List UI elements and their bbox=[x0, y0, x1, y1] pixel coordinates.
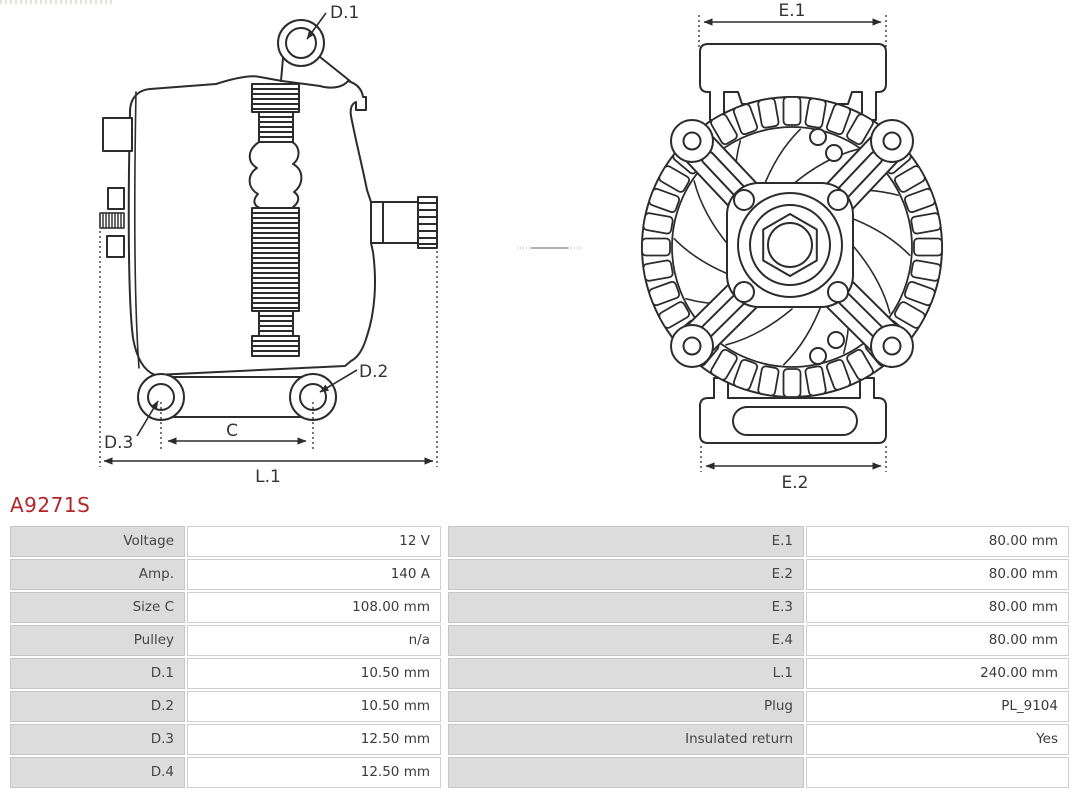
spec-label-cell bbox=[448, 757, 804, 788]
table-column-gap bbox=[441, 724, 448, 755]
spec-value-cell: 80.00 mm bbox=[806, 526, 1069, 557]
table-row: D.4 12.50 mm bbox=[10, 757, 1072, 788]
spec-label-cell: Voltage bbox=[10, 526, 185, 557]
front-view-dimensions bbox=[698, 15, 887, 472]
spec-value-cell: n/a bbox=[187, 625, 441, 656]
spec-value-cell: PL_9104 bbox=[806, 691, 1069, 722]
spec-label-cell: D.2 bbox=[10, 691, 185, 722]
spec-value-cell: 240.00 mm bbox=[806, 658, 1069, 689]
spec-label-cell: Size C bbox=[10, 592, 185, 623]
spec-value-cell: 80.00 mm bbox=[806, 625, 1069, 656]
table-row: D.1 10.50 mm L.1 240.00 mm bbox=[10, 658, 1072, 689]
side-view-dimensions bbox=[99, 12, 438, 467]
spec-label-cell: E.1 bbox=[448, 526, 804, 557]
spec-label-cell: D.1 bbox=[10, 658, 185, 689]
cropped-logo-artifact bbox=[0, 0, 112, 4]
spec-label-cell: E.4 bbox=[448, 625, 804, 656]
alternator-side-view-drawing bbox=[99, 19, 438, 421]
alternator-front-view-drawing bbox=[641, 43, 943, 444]
table-row: Pulley n/a E.4 80.00 mm bbox=[10, 625, 1072, 656]
dim-label-c: C bbox=[226, 421, 238, 441]
spec-value-cell: 108.00 mm bbox=[187, 592, 441, 623]
spec-label-cell: E.3 bbox=[448, 592, 804, 623]
table-row: D.3 12.50 mm Insulated return Yes bbox=[10, 724, 1072, 755]
spec-label-cell: Amp. bbox=[10, 559, 185, 590]
spec-value-cell: 80.00 mm bbox=[806, 592, 1069, 623]
spec-label-cell: D.3 bbox=[10, 724, 185, 755]
spec-label-cell: Plug bbox=[448, 691, 804, 722]
part-number: A9271S bbox=[10, 493, 91, 517]
dim-label-d2: D.2 bbox=[359, 362, 388, 382]
table-column-gap bbox=[441, 559, 448, 590]
hatched-block bbox=[99, 212, 125, 229]
table-row: Amp. 140 A E.2 80.00 mm bbox=[10, 559, 1072, 590]
dim-label-d1: D.1 bbox=[330, 3, 359, 23]
spec-label-cell: Pulley bbox=[10, 625, 185, 656]
table-column-gap bbox=[441, 757, 448, 788]
alternator-drawings: D.1 D.2 D.3 C L.1 bbox=[99, 1, 943, 493]
spec-value-cell: 80.00 mm bbox=[806, 559, 1069, 590]
table-column-gap bbox=[441, 691, 448, 722]
spec-value-cell: 12.50 mm bbox=[187, 724, 441, 755]
spec-value-cell: 12.50 mm bbox=[187, 757, 441, 788]
dim-label-l1: L.1 bbox=[255, 467, 281, 487]
spec-value-cell: 10.50 mm bbox=[187, 691, 441, 722]
table-row: D.2 10.50 mm Plug PL_9104 bbox=[10, 691, 1072, 722]
pulley-grooves bbox=[417, 196, 438, 249]
spec-value-cell bbox=[806, 757, 1069, 788]
spec-value-cell: 12 V bbox=[187, 526, 441, 557]
dim-label-d3: D.3 bbox=[104, 433, 133, 453]
table-column-gap bbox=[441, 526, 448, 557]
dim-label-e1: E.1 bbox=[779, 1, 806, 21]
spec-value-cell: Yes bbox=[806, 724, 1069, 755]
table-row: Voltage 12 V E.1 80.00 mm bbox=[10, 526, 1072, 557]
spec-label-cell: D.4 bbox=[10, 757, 185, 788]
table-row: Size C 108.00 mm E.3 80.00 mm bbox=[10, 592, 1072, 623]
spec-value-cell: 140 A bbox=[187, 559, 441, 590]
table-column-gap bbox=[441, 625, 448, 656]
table-column-gap bbox=[441, 658, 448, 689]
spec-label-cell: E.2 bbox=[448, 559, 804, 590]
spec-label-cell: Insulated return bbox=[448, 724, 804, 755]
spec-table: Voltage 12 V E.1 80.00 mm Amp. 140 A E.2… bbox=[10, 526, 1072, 790]
table-column-gap bbox=[441, 592, 448, 623]
dim-label-e2: E.2 bbox=[782, 473, 809, 492]
spec-label-cell: L.1 bbox=[448, 658, 804, 689]
spec-value-cell: 10.50 mm bbox=[187, 658, 441, 689]
technical-drawing-area: D.1 D.2 D.3 C L.1 bbox=[99, 1, 943, 493]
